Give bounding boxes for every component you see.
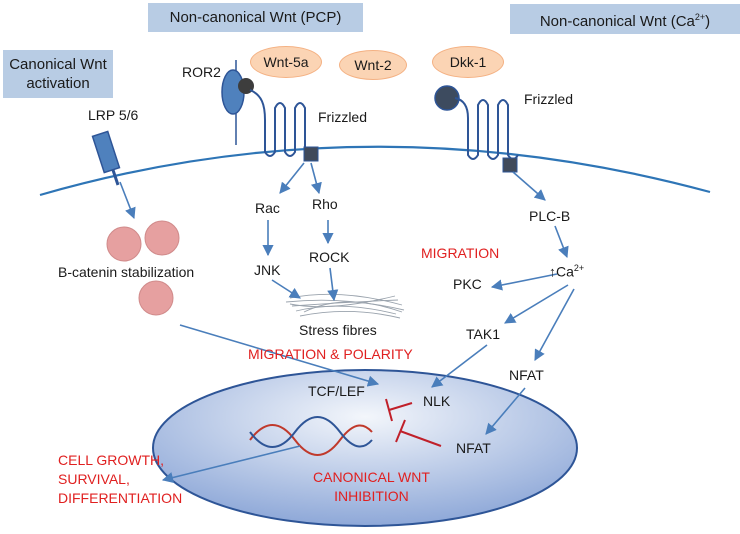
arrow-ca-to-nfat xyxy=(534,288,575,361)
lrp-receptor xyxy=(91,130,121,174)
frizzled-ca-domain xyxy=(502,157,518,173)
label-ca-up: ↑Ca2+ xyxy=(549,263,585,280)
ligand-wnt2: Wnt-2 xyxy=(339,50,407,80)
header-canonical: Canonical Wnt activation xyxy=(3,50,113,98)
label-tcf-lef: TCF/LEF xyxy=(308,383,365,399)
ligand-dkk1: Dkk-1 xyxy=(432,46,504,78)
frizzled-ca-receptor xyxy=(454,97,519,160)
arrow-fzd-to-rac xyxy=(279,162,305,194)
inhibit-nfat-bar xyxy=(395,419,406,443)
outcome-cell-growth: CELL GROWTH, SURVIVAL, DIFFERENTIATION xyxy=(58,452,183,506)
stress-fibres xyxy=(285,293,405,319)
label-bcatenin-stabilization: B-catenin stabilization xyxy=(58,264,195,280)
arrow-lrp-to-bcatenin xyxy=(119,181,136,220)
label-frizzled-ca: Frizzled xyxy=(524,91,574,107)
label-nlk: NLK xyxy=(423,393,451,409)
arrow-plcb-to-ca xyxy=(554,225,569,259)
outcome-migration-polarity: MIGRATION & POLARITY xyxy=(248,346,413,362)
b-catenin-sphere xyxy=(106,226,142,262)
arrow-fzd-to-rho xyxy=(310,162,322,195)
label-lrp: LRP 5/6 xyxy=(88,107,139,123)
label-stress-fibres: Stress fibres xyxy=(299,322,377,338)
arrow-bcatenin-to-tcf xyxy=(179,324,380,387)
label-nfat-nuclear: NFAT xyxy=(456,440,491,456)
label-jnk: JNK xyxy=(254,262,281,278)
arrow-ca-to-tak1 xyxy=(504,284,569,324)
label-ror2: ROR2 xyxy=(182,64,221,80)
ror2-receptor xyxy=(221,69,245,115)
inhibit-nlk xyxy=(388,402,413,411)
label-nfat-cyto: NFAT xyxy=(509,367,544,383)
label-plcb: PLC-B xyxy=(529,208,571,224)
dna-helix-strand-1 xyxy=(249,424,373,456)
inhibit-nfat xyxy=(399,430,442,447)
b-catenin-sphere xyxy=(138,280,174,316)
arrow-rock-to-fibres xyxy=(327,267,339,302)
frizzled-pcp-domain xyxy=(303,146,319,162)
frizzled-pcp-receptor xyxy=(249,89,316,157)
header-ca: Non-canonical Wnt (Ca2+) xyxy=(510,4,740,34)
arrow-ca-to-pkc xyxy=(490,273,558,291)
outcome-migration: MIGRATION xyxy=(421,245,500,261)
outcome-canonical-inhibition: CANONICAL WNT INHIBITION xyxy=(313,469,430,504)
label-tak1: TAK1 xyxy=(466,326,500,342)
label-rock: ROCK xyxy=(309,249,350,265)
inhibit-nlk-bar xyxy=(385,398,393,422)
arrow-jnk-to-fibres xyxy=(271,279,301,299)
frizzled-ca-head xyxy=(434,85,460,111)
arrow-fzd-to-plcb xyxy=(512,171,546,201)
label-rho: Rho xyxy=(312,196,338,212)
arrow-dna-to-growth xyxy=(161,445,301,484)
arrow-nfat-to-nucleus xyxy=(485,387,526,435)
dna-helix-strand-2 xyxy=(249,416,373,448)
ligand-wnt5a: Wnt-5a xyxy=(250,46,322,78)
label-rac: Rac xyxy=(255,200,280,216)
nucleus xyxy=(152,369,578,527)
cell-membrane xyxy=(39,145,711,197)
header-pcp: Non-canonical Wnt (PCP) xyxy=(148,3,363,32)
b-catenin-sphere xyxy=(144,220,180,256)
lrp-stalk xyxy=(111,169,120,186)
label-pkc: PKC xyxy=(453,276,482,292)
label-frizzled-pcp: Frizzled xyxy=(318,109,368,125)
arrow-tak1-to-nlk xyxy=(431,344,488,388)
